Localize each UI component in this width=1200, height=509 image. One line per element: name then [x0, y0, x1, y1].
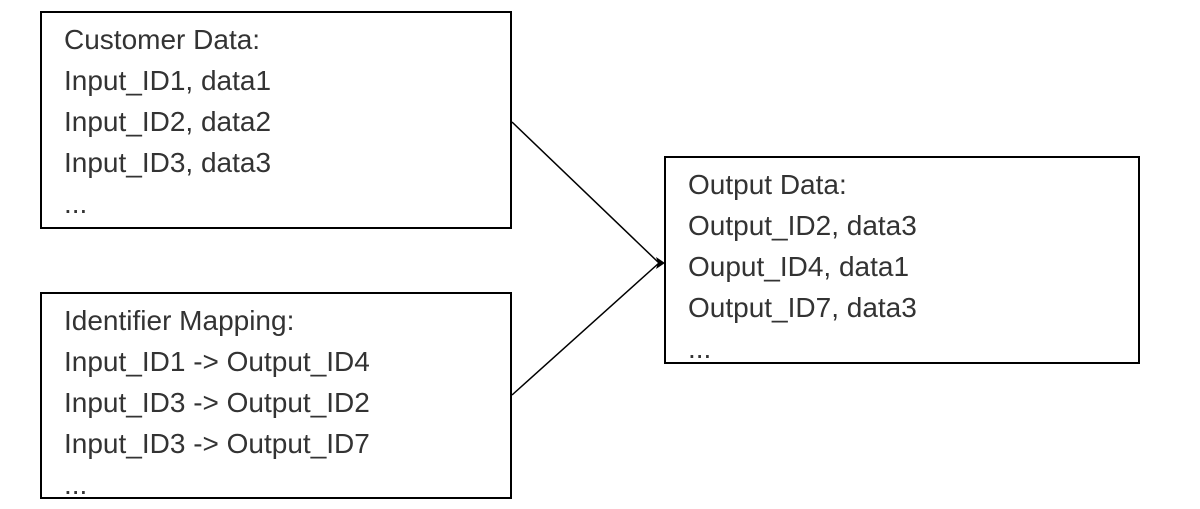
identifier-mapping-box: Identifier Mapping: Input_ID1 -> Output_…: [40, 292, 512, 500]
customer-data-ellipsis: ...: [64, 188, 88, 219]
output-data-box: Output Data: Output_ID2, data3 Ouput_ID4…: [664, 156, 1140, 364]
arrow-customer-to-output: [511, 121, 660, 264]
customer-data-row: Input_ID3, data3: [64, 147, 272, 178]
identifier-mapping-row: Input_ID3 -> Output_ID7: [64, 428, 370, 459]
arrowhead-icon: [656, 257, 665, 269]
identifier-mapping-ellipsis: ...: [64, 469, 88, 500]
customer-data-row: Input_ID2, data2: [64, 106, 272, 137]
output-data-row: Output_ID2, data3: [688, 210, 917, 241]
identifier-mapping-row: Input_ID1 -> Output_ID4: [64, 346, 370, 377]
output-data-title: Output Data:: [688, 169, 847, 200]
customer-data-title: Customer Data:: [64, 24, 261, 55]
arrow-mapping-to-output: [511, 262, 660, 396]
identifier-mapping-title: Identifier Mapping:: [64, 305, 295, 336]
customer-data-row: Input_ID1, data1: [64, 65, 272, 96]
identifier-mapping-row: Input_ID3 -> Output_ID2: [64, 387, 370, 418]
output-data-row: Ouput_ID4, data1: [688, 251, 910, 282]
output-data-row: Output_ID7, data3: [688, 292, 917, 323]
output-data-ellipsis: ...: [688, 333, 712, 364]
customer-data-box: Customer Data: Input_ID1, data1 Input_ID…: [40, 11, 512, 229]
